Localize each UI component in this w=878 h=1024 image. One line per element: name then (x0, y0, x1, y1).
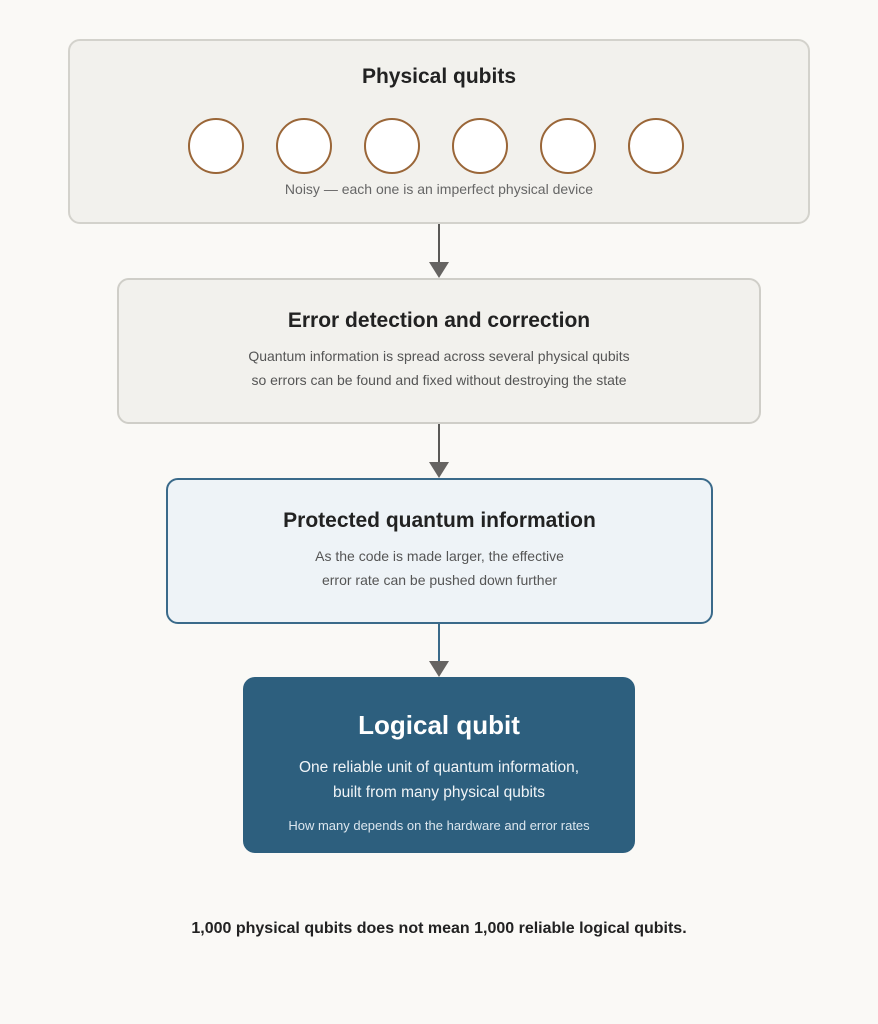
physical-qubit-circle (628, 118, 684, 174)
protected-information-title: Protected quantum information (283, 509, 596, 532)
physical-qubit-circle (452, 118, 508, 174)
physical-qubits-box: Physical qubits Noisy — each one is an i… (68, 39, 810, 224)
qubit-row (70, 118, 808, 176)
physical-qubits-title: Physical qubits (361, 65, 517, 88)
description-line: error rate can be pushed down further (321, 572, 558, 588)
description-line: so errors can be found and fixed without… (251, 372, 627, 388)
protected-information-box: Protected quantum information As the cod… (166, 478, 713, 624)
logical-qubit-description: One reliable unit of quantum information… (243, 755, 635, 805)
logical-qubit-note: How many depends on the hardware and err… (288, 818, 590, 833)
footer-statement: 1,000 physical qubits does not mean 1,00… (191, 920, 687, 937)
protected-information-description: As the code is made larger, the effectiv… (168, 544, 711, 592)
error-correction-description: Quantum information is spread across sev… (119, 344, 759, 392)
flow-arrow-2 (429, 424, 449, 478)
logical-qubit-title: Logical qubit (358, 710, 520, 740)
physical-qubit-circle (188, 118, 244, 174)
description-line: One reliable unit of quantum information… (298, 759, 580, 776)
description-line: Quantum information is spread across sev… (248, 348, 630, 364)
physical-qubit-circle (276, 118, 332, 174)
flow-arrow-1 (429, 224, 449, 278)
description-line: built from many physical qubits (333, 784, 545, 801)
description-line: As the code is made larger, the effectiv… (315, 548, 564, 564)
physical-qubit-circle (540, 118, 596, 174)
physical-qubits-caption: Noisy — each one is an imperfect physica… (284, 181, 594, 197)
logical-qubit-box: Logical qubit One reliable unit of quant… (243, 677, 635, 853)
physical-qubit-circle (364, 118, 420, 174)
flow-arrow-3 (429, 624, 449, 677)
error-correction-title: Error detection and correction (287, 309, 591, 332)
error-correction-box: Error detection and correction Quantum i… (117, 278, 761, 424)
